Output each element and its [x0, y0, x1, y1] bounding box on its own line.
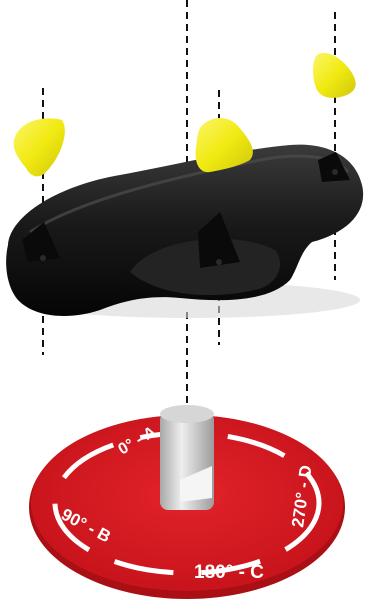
screw-hole-left: [40, 255, 46, 261]
shaft: [160, 405, 214, 510]
dial-label-c: 180° - C: [194, 562, 264, 583]
shaft-top: [160, 405, 214, 423]
screw-cap-left: [14, 118, 65, 176]
handle: [6, 145, 363, 318]
screw-hole-right: [332, 169, 338, 175]
screw-cap-right: [313, 53, 356, 98]
screw-hole-center: [216, 259, 222, 265]
